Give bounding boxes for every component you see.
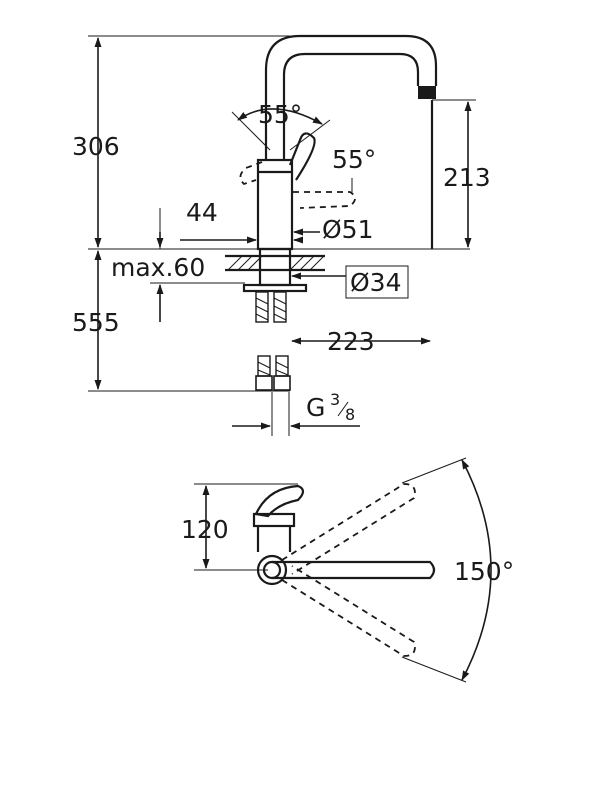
side-view: 306 555 213 55° 55° 44 Ø51 (72, 34, 491, 436)
top-lever-base (252, 512, 296, 528)
aerator-outlet (418, 86, 436, 99)
top-body-sides (256, 526, 292, 552)
spout-reach-223-label: 223 (327, 327, 375, 356)
thread-prefix-label: G (306, 393, 325, 422)
lever-angle-back-label: 55° (258, 100, 302, 129)
top-body-circle (256, 554, 288, 586)
swivel-upper-ray (401, 457, 467, 484)
hose-length-555-label: 555 (72, 308, 120, 337)
faucet-body (256, 158, 294, 251)
top-view: 120 150° (181, 457, 514, 683)
lever-dashed-back (239, 161, 263, 186)
body-diameter-label: Ø51 (322, 215, 374, 244)
thread-fraction-bar (337, 401, 349, 417)
hole-diameter-box (345, 265, 409, 299)
lever-offset-44-label: 44 (186, 198, 218, 227)
thread-denominator-label: 8 (345, 405, 355, 424)
lever-angle-arc (237, 108, 323, 125)
mounting-shank (258, 247, 292, 287)
top-spout-arm (272, 560, 436, 580)
lever-handle (288, 132, 316, 181)
supply-hoses-lower (255, 355, 291, 391)
spout-inner-contour (282, 52, 420, 160)
swivel-lower-ray (401, 656, 467, 683)
hole-diameter-label: Ø34 (350, 268, 402, 297)
top-spout-dashed-lower (281, 565, 416, 657)
spout-outer-contour (264, 34, 438, 160)
swivel-angle-label: 150° (454, 557, 514, 586)
supply-hoses-upper (255, 291, 287, 323)
height-306-label: 306 (72, 132, 120, 161)
top-lever-handle (254, 484, 305, 518)
lever-dashed-front (293, 191, 356, 209)
deck-thickness-label: max.60 (111, 253, 205, 282)
spout-height-213-label: 213 (443, 163, 491, 192)
swivel-angle-arc (461, 459, 492, 681)
angle-front-ray (289, 119, 331, 151)
top-offset-120-label: 120 (181, 515, 229, 544)
top-spout-dashed-upper (281, 483, 416, 575)
thread-numerator-label: 3 (330, 390, 340, 409)
lever-angle-front-label: 55° (332, 145, 376, 174)
mounting-nut (242, 283, 308, 293)
mounting-deck (225, 254, 325, 272)
